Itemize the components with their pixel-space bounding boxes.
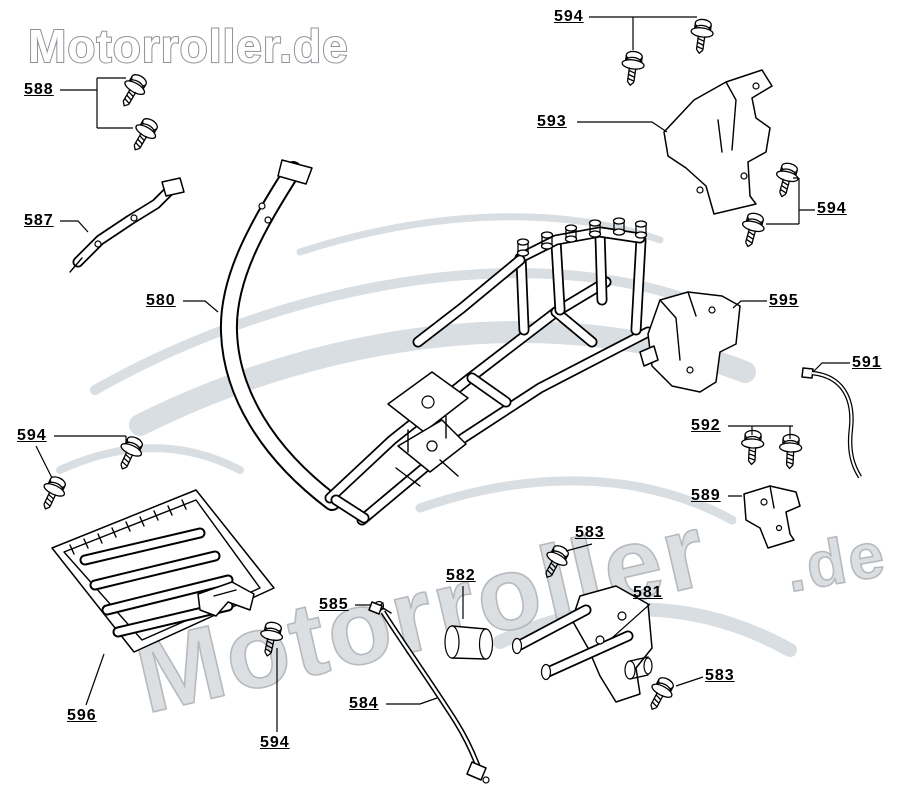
watermark-suffix-text: .de (780, 517, 892, 606)
bolt-icon (618, 49, 647, 88)
part-label-583-upper: 583 (575, 524, 605, 541)
bolt-icon (114, 70, 152, 112)
bolt-icon (687, 17, 716, 56)
part-label-594-bottom: 594 (260, 734, 290, 751)
bolt-icon (736, 210, 768, 251)
part-label-583-lower: 583 (705, 667, 735, 684)
bolt-icon (641, 673, 679, 716)
part-label-595: 595 (769, 292, 799, 309)
brand-logo: Motorroller.de (28, 20, 349, 72)
floor-panel-596 (51, 489, 275, 653)
main-frame (324, 217, 654, 526)
bolt-icon (125, 114, 163, 156)
part-label-580: 580 (146, 292, 176, 309)
part-label-594-top: 594 (554, 8, 584, 25)
part-label-587: 587 (24, 212, 54, 229)
frame-part-587 (69, 177, 185, 273)
part-label-594-right: 594 (817, 200, 847, 217)
part-label-591: 591 (852, 354, 882, 371)
part-label-585: 585 (319, 596, 349, 613)
part-label-581: 581 (633, 584, 663, 601)
cable-584 (368, 601, 490, 784)
frame-part-593 (663, 69, 773, 215)
part-label-588: 588 (24, 81, 54, 98)
bolt-icon (739, 429, 765, 466)
frame-part-580 (219, 159, 341, 511)
part-label-596: 596 (67, 707, 97, 724)
leader-lines (35, 16, 850, 732)
bolt-icon (34, 472, 71, 515)
mount-cup (516, 238, 530, 257)
part-label-582: 582 (446, 567, 476, 584)
cable-591 (801, 367, 862, 479)
part-label-592: 592 (691, 417, 721, 434)
frame-part-581 (511, 585, 653, 703)
part-label-584: 584 (349, 695, 379, 712)
part-label-594-mid-left: 594 (17, 427, 47, 444)
bolt-icon (770, 160, 802, 201)
frame-part-595 (639, 291, 741, 393)
part-label-589: 589 (691, 487, 721, 504)
frame-part-589 (743, 485, 801, 549)
bolt-icon (777, 433, 803, 470)
part-label-593: 593 (537, 113, 567, 130)
bushing-582 (444, 625, 494, 660)
